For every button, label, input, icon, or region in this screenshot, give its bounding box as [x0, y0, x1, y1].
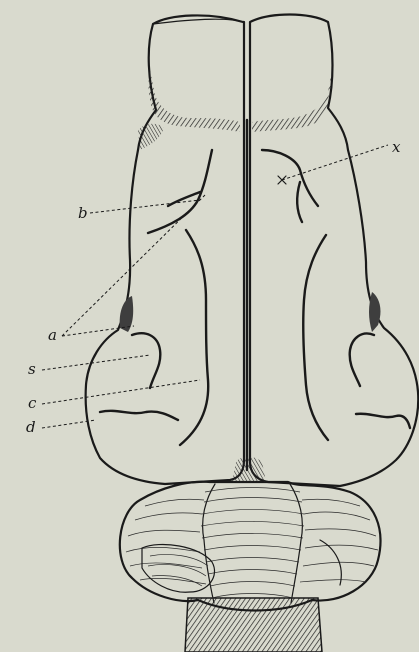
label-s: s	[28, 360, 36, 378]
label-a: a	[48, 326, 57, 344]
label-d: d	[26, 418, 36, 436]
leader-b	[90, 200, 200, 213]
right-cerebral-hemisphere	[250, 15, 418, 487]
label-c: c	[28, 394, 37, 412]
label-x: x	[392, 138, 401, 156]
right-sulci	[262, 150, 410, 440]
posterior-fissure-shading	[232, 457, 266, 482]
cerebellum	[120, 482, 381, 611]
label-b: b	[78, 204, 88, 222]
leader-c	[42, 380, 200, 404]
x-mark	[278, 176, 286, 184]
leader-a-lower	[62, 326, 134, 336]
leader-lines	[42, 145, 388, 428]
leader-s	[42, 355, 150, 370]
medulla-base	[185, 598, 322, 652]
leader-x	[282, 145, 388, 180]
left-sulci	[100, 150, 212, 445]
